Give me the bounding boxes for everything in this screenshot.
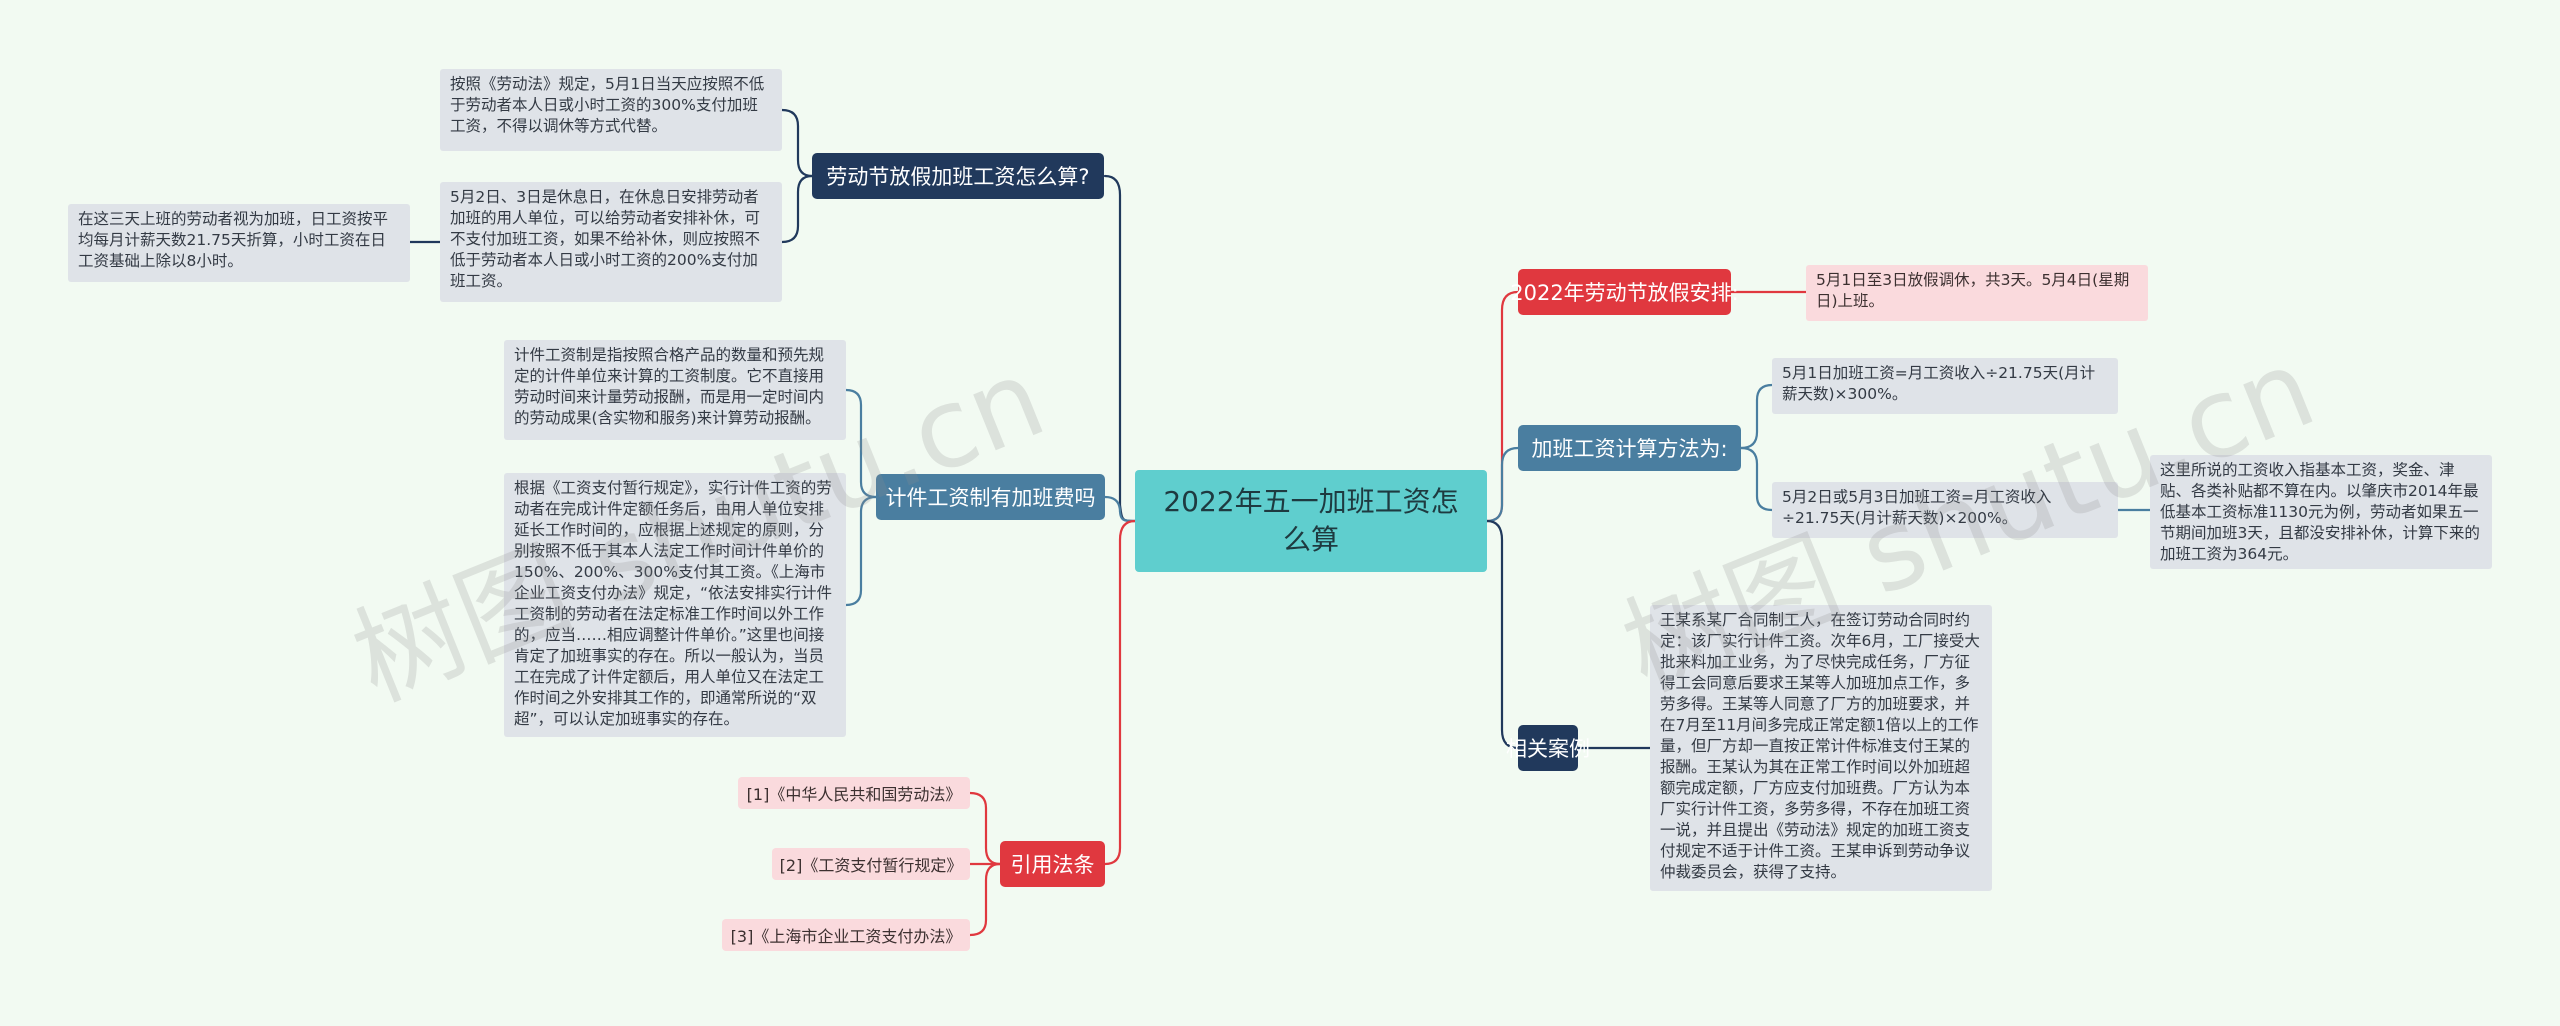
leaf-holiday-daily-wage-text: 在这三天上班的劳动者视为加班，日工资按平均每月计薪天数21.75天折算，小时工资… (78, 210, 389, 270)
root-topic-label: 2022年五一加班工资怎么算 (1163, 485, 1459, 556)
leaf-calc-example[interactable]: 这里所说的工资收入指基本工资，奖金、津贴、各类补贴都不算在内。以肇庆市2014年… (2150, 455, 2492, 569)
branch-piecework-label: 计件工资制有加班费吗 (885, 486, 1096, 510)
link-holiday-leaf2 (780, 174, 814, 244)
ref-item-1-label: [1]《中华人民共和国劳动法》 (746, 785, 962, 804)
link-calc-leaf1 (1739, 383, 1774, 450)
link-calc-leaf2 (1739, 446, 1774, 512)
ref-item-3-label: [3]《上海市企业工资支付办法》 (730, 927, 962, 946)
leaf-schedule-text: 5月1日至3日放假调休，共3天。5月4日(星期日)上班。 (1816, 271, 2130, 310)
leaf-holiday-may2-3[interactable]: 5月2日、3日是休息日，在休息日安排劳动者加班的用人单位，可以给劳动者安排补休，… (440, 182, 782, 302)
leaf-holiday-may1-text: 按照《劳动法》规定，5月1日当天应按照不低于劳动者本人日或小时工资的300%支付… (450, 75, 765, 135)
branch-case[interactable]: 相关案例 (1506, 725, 1590, 771)
branch-schedule[interactable]: 2022年劳动节放假安排: (1510, 269, 1739, 315)
ref-item-3[interactable]: [3]《上海市企业工资支付办法》 (722, 919, 970, 951)
branch-references-label: 引用法条 (1010, 853, 1095, 877)
link-root-holiday (1103, 174, 1137, 523)
leaf-case-text: 王某系某厂合同制工人，在签订劳动合同时约定：该厂实行计件工资。次年6月，工厂接受… (1660, 611, 1980, 881)
leaf-calc-example-text: 这里所说的工资收入指基本工资，奖金、津贴、各类补贴都不算在内。以肇庆市2014年… (2160, 461, 2480, 563)
branch-piecework[interactable]: 计件工资制有加班费吗 (876, 474, 1105, 520)
branch-calc-label: 加班工资计算方法为: (1531, 437, 1728, 461)
link-ref3 (968, 862, 1002, 937)
leaf-piecework-definition[interactable]: 计件工资制是指按照合格产品的数量和预先规定的计件单位来计算的工资制度。它不直接用… (504, 340, 846, 440)
branch-holiday-pay[interactable]: 劳动节放假加班工资怎么算? (812, 153, 1104, 199)
leaf-calc-may2-3[interactable]: 5月2日或5月3日加班工资=月工资收入÷21.75天(月计薪天数)×200%。 (1772, 482, 2118, 538)
link-root-references (1103, 519, 1137, 866)
leaf-holiday-may1[interactable]: 按照《劳动法》规定，5月1日当天应按照不低于劳动者本人日或小时工资的300%支付… (440, 69, 782, 151)
leaf-piecework-regulation[interactable]: 根据《工资支付暂行规定》，实行计件工资的劳动者在完成计件定额任务后，由用人单位安… (504, 473, 846, 737)
leaf-calc-may1[interactable]: 5月1日加班工资=月工资收入÷21.75天(月计薪天数)×300%。 (1772, 358, 2118, 414)
link-root-piecework (1103, 495, 1137, 523)
link-root-calc (1485, 446, 1520, 523)
ref-item-2-label: [2]《工资支付暂行规定》 (779, 856, 963, 875)
link-piecework-leaf2 (844, 495, 878, 607)
ref-item-2[interactable]: [2]《工资支付暂行规定》 (772, 848, 970, 880)
branch-references[interactable]: 引用法条 (1000, 841, 1105, 887)
branch-holiday-pay-label: 劳动节放假加班工资怎么算? (826, 165, 1090, 189)
branch-calc[interactable]: 加班工资计算方法为: (1518, 425, 1741, 471)
leaf-case[interactable]: 王某系某厂合同制工人，在签订劳动合同时约定：该厂实行计件工资。次年6月，工厂接受… (1650, 605, 1992, 891)
link-ref1 (968, 791, 1002, 866)
link-piecework-leaf1 (844, 388, 878, 499)
leaf-piecework-definition-text: 计件工资制是指按照合格产品的数量和预先规定的计件单位来计算的工资制度。它不直接用… (514, 346, 825, 427)
leaf-calc-may2-3-text: 5月2日或5月3日加班工资=月工资收入÷21.75天(月计薪天数)×200%。 (1782, 488, 2052, 527)
leaf-holiday-daily-wage[interactable]: 在这三天上班的劳动者视为加班，日工资按平均每月计薪天数21.75天折算，小时工资… (68, 204, 410, 282)
leaf-piecework-regulation-text: 根据《工资支付暂行规定》，实行计件工资的劳动者在完成计件定额任务后，由用人单位安… (514, 479, 833, 728)
leaf-holiday-may2-3-text: 5月2日、3日是休息日，在休息日安排劳动者加班的用人单位，可以给劳动者安排补休，… (450, 188, 761, 290)
link-holiday-leaf1 (780, 108, 814, 178)
link-root-case (1485, 519, 1520, 750)
ref-item-1[interactable]: [1]《中华人民共和国劳动法》 (738, 777, 970, 809)
branch-schedule-label: 2022年劳动节放假安排: (1510, 281, 1739, 305)
root-topic[interactable]: 2022年五一加班工资怎么算 (1135, 470, 1487, 572)
leaf-schedule[interactable]: 5月1日至3日放假调休，共3天。5月4日(星期日)上班。 (1806, 265, 2148, 321)
leaf-calc-may1-text: 5月1日加班工资=月工资收入÷21.75天(月计薪天数)×300%。 (1782, 364, 2096, 403)
branch-case-label: 相关案例 (1506, 737, 1590, 761)
